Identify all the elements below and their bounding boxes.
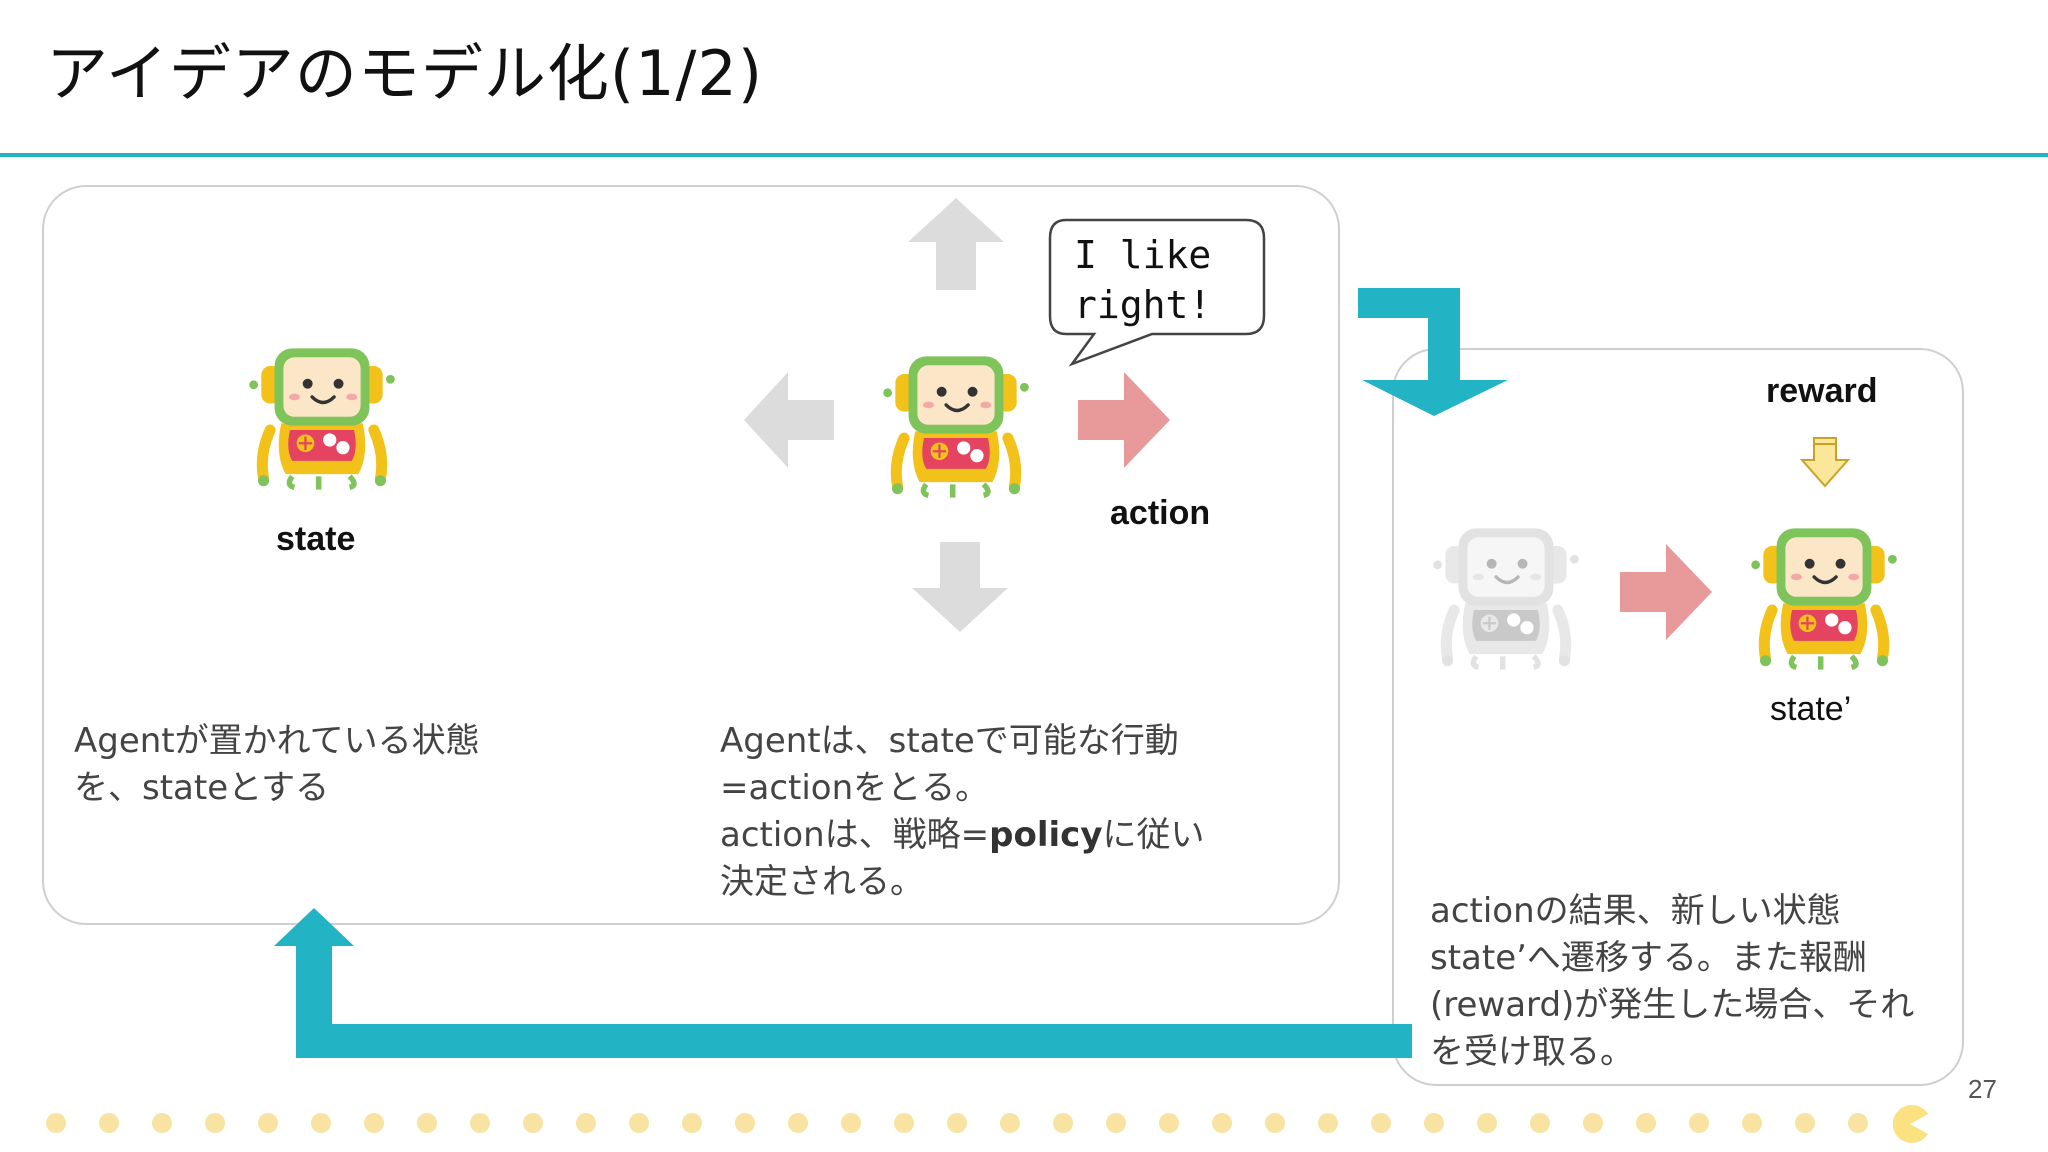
action-label: action	[1110, 494, 1211, 532]
next-state-robot-icon	[1746, 524, 1902, 674]
reward-label: reward	[1766, 372, 1878, 410]
state-description: Agentが置かれている状態を、stateとする	[74, 721, 480, 808]
action-desc-line-3: actionは、戦略=policyに従い	[720, 812, 1280, 859]
action-desc-line-1: Agentは、stateで可能な行動	[720, 721, 1179, 761]
speech-line-2: right!	[1074, 283, 1212, 327]
speech-bubble	[1048, 218, 1266, 367]
action-desc-line-2: =actionをとる。	[720, 768, 990, 808]
action-desc-line-3-suffix: に従い	[1102, 815, 1205, 855]
action-description: Agentは、stateで可能な行動 =actionをとる。 actionは、戦…	[720, 718, 1280, 906]
action-desc-line-3-prefix: actionは、戦略=	[720, 815, 990, 855]
slide-title: アイデアのモデル化(1/2)	[46, 37, 764, 110]
page-number: 27	[1968, 1074, 1997, 1104]
state-label: state	[276, 520, 356, 558]
up-arrow-icon	[908, 198, 1004, 290]
previous-state-robot-icon	[1428, 524, 1584, 674]
title-underline	[0, 153, 2048, 157]
next-state-label: state’	[1770, 690, 1852, 728]
pacman-icon	[1892, 1105, 1928, 1143]
flow-arrow-to-transition	[1358, 288, 1508, 416]
speech-line-1: I like	[1074, 233, 1212, 277]
transition-panel	[1392, 348, 1964, 1086]
reward-down-arrow-icon	[1799, 437, 1851, 488]
policy-term: policy	[989, 815, 1103, 855]
action-desc-line-4: 決定される。	[720, 862, 924, 902]
agent-robot-icon	[244, 344, 400, 494]
transition-arrow-icon	[1620, 544, 1712, 640]
right-action-arrow-icon	[1078, 372, 1170, 468]
speech-bubble-text: I like right!	[1074, 230, 1211, 330]
transition-description: actionの結果、新しい状態state’へ遷移する。また報酬(reward)が…	[1430, 891, 1915, 1072]
left-arrow-icon	[744, 372, 834, 468]
flow-arrow-loop-back	[274, 908, 1412, 1058]
acting-robot-icon	[878, 352, 1034, 502]
down-arrow-icon	[912, 542, 1008, 632]
